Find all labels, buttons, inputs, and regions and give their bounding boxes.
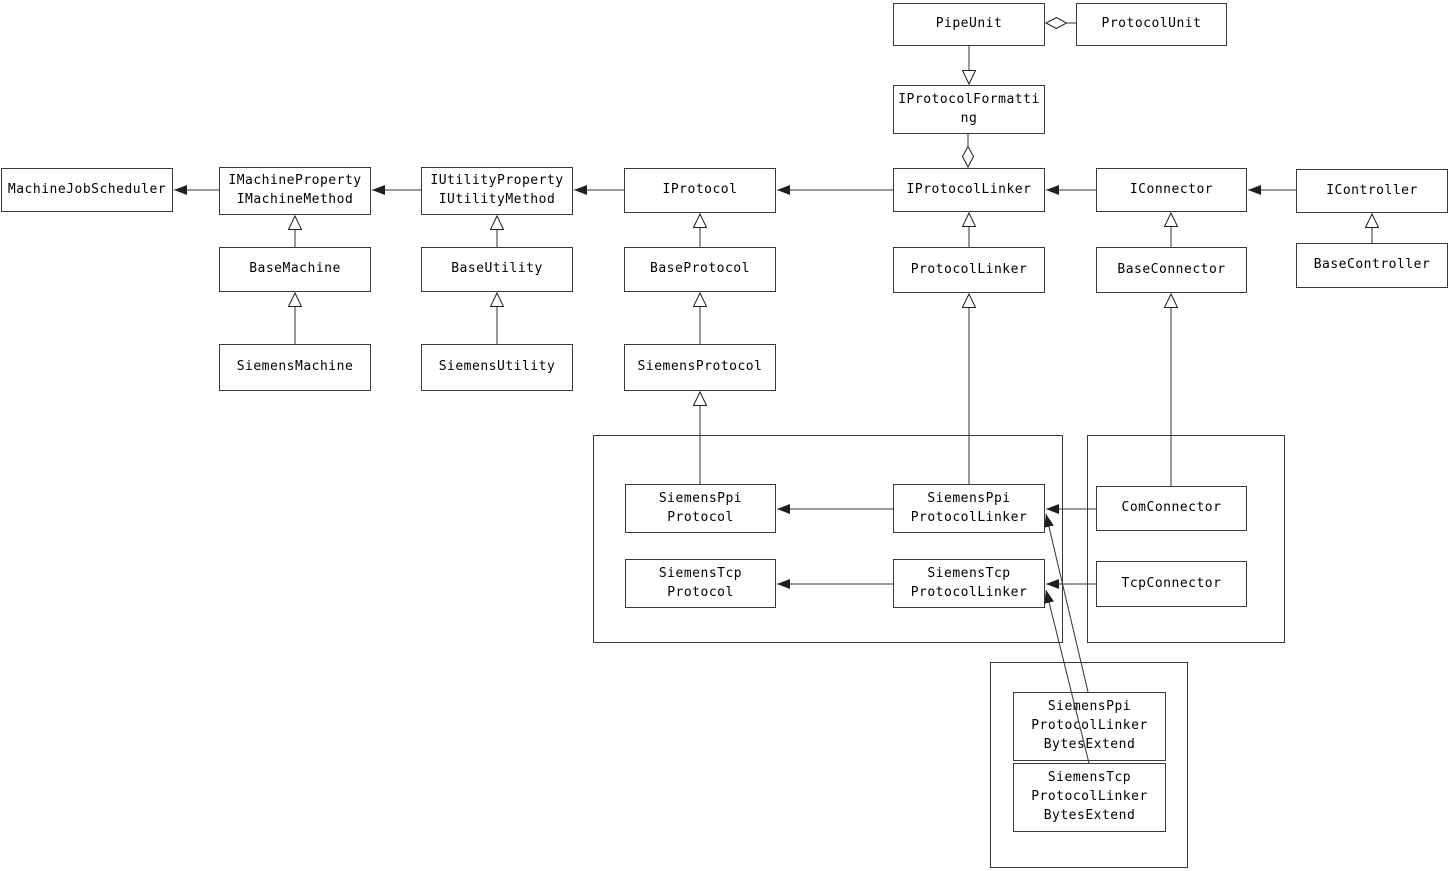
class-box-tcp-connector: TcpConnector: [1096, 561, 1247, 607]
class-label: IProtocolLinker: [906, 181, 1032, 197]
class-label: SiemensTcp ProtocolLinker BytesExtend: [1031, 770, 1148, 823]
class-label: IProtocol: [662, 182, 738, 198]
class-box-com-connector: ComConnector: [1096, 486, 1247, 531]
class-label: MachineJobScheduler: [7, 181, 167, 197]
class-label: BaseController: [1313, 257, 1431, 273]
class-label: SiemensTcp Protocol: [658, 565, 743, 600]
class-box-base-utility: BaseUtility: [421, 247, 573, 292]
class-label: SiemensUtility: [438, 359, 556, 375]
class-box-protocol-unit: ProtocolUnit: [1076, 3, 1227, 46]
class-box-imachine-property: IMachineProperty IMachineMethod: [219, 167, 371, 215]
class-label: BaseProtocol: [650, 261, 750, 277]
class-box-siemens-ppi-protocol-linker-bytes-extend: SiemensPpi ProtocolLinker BytesExtend: [1013, 692, 1166, 761]
class-box-protocol-linker: ProtocolLinker: [893, 247, 1045, 293]
class-label: ProtocolLinker: [910, 261, 1028, 277]
class-box-siemens-machine: SiemensMachine: [219, 344, 371, 391]
class-label: TcpConnector: [1121, 575, 1222, 591]
class-label: ComConnector: [1121, 500, 1222, 516]
class-label: PipeUnit: [935, 16, 1003, 32]
class-label: SiemensPpi Protocol: [658, 490, 743, 525]
class-label: IController: [1326, 182, 1418, 198]
class-label: SiemensPpi ProtocolLinker: [910, 490, 1028, 525]
class-box-machine-job-scheduler: MachineJobScheduler: [1, 168, 173, 212]
class-box-icontroller: IController: [1296, 169, 1448, 213]
group-connectors: [1087, 435, 1285, 643]
class-label: IProtocolFormatti ng: [898, 91, 1040, 126]
class-box-iprotocol-formatting: IProtocolFormatti ng: [893, 85, 1045, 134]
class-label: ProtocolUnit: [1101, 16, 1202, 32]
class-label: IMachineProperty IMachineMethod: [228, 173, 362, 207]
group-siemens-protocol-linker: [593, 435, 1063, 643]
class-label: BaseMachine: [249, 261, 341, 277]
class-box-siemens-utility: SiemensUtility: [421, 344, 573, 391]
class-box-base-controller: BaseController: [1296, 243, 1448, 288]
class-box-pipe-unit: PipeUnit: [893, 3, 1045, 46]
class-box-siemens-tcp-protocol-linker: SiemensTcp ProtocolLinker: [893, 559, 1045, 608]
class-box-iconnector: IConnector: [1096, 168, 1247, 212]
class-box-siemens-tcp-protocol: SiemensTcp Protocol: [625, 559, 776, 608]
class-label: BaseUtility: [451, 261, 543, 277]
class-box-siemens-protocol: SiemensProtocol: [624, 344, 776, 391]
class-label: IConnector: [1129, 181, 1214, 197]
class-box-base-machine: BaseMachine: [219, 247, 371, 292]
class-label: SiemensTcp ProtocolLinker: [910, 565, 1028, 600]
class-label: BaseConnector: [1117, 261, 1226, 277]
class-label: SiemensProtocol: [637, 359, 763, 375]
class-box-siemens-ppi-protocol-linker: SiemensPpi ProtocolLinker: [893, 484, 1045, 533]
class-box-siemens-tcp-protocol-linker-bytes-extend: SiemensTcp ProtocolLinker BytesExtend: [1013, 763, 1166, 832]
class-box-base-connector: BaseConnector: [1096, 247, 1247, 293]
class-box-iprotocol-linker: IProtocolLinker: [893, 168, 1045, 212]
class-label: IUtilityProperty IUtilityMethod: [430, 173, 564, 207]
class-box-base-protocol: BaseProtocol: [624, 247, 776, 292]
class-box-iutility-property: IUtilityProperty IUtilityMethod: [421, 167, 573, 215]
class-box-iprotocol: IProtocol: [624, 168, 776, 213]
class-label: SiemensMachine: [236, 359, 354, 375]
class-label: SiemensPpi ProtocolLinker BytesExtend: [1031, 699, 1148, 752]
class-box-siemens-ppi-protocol: SiemensPpi Protocol: [625, 484, 776, 533]
